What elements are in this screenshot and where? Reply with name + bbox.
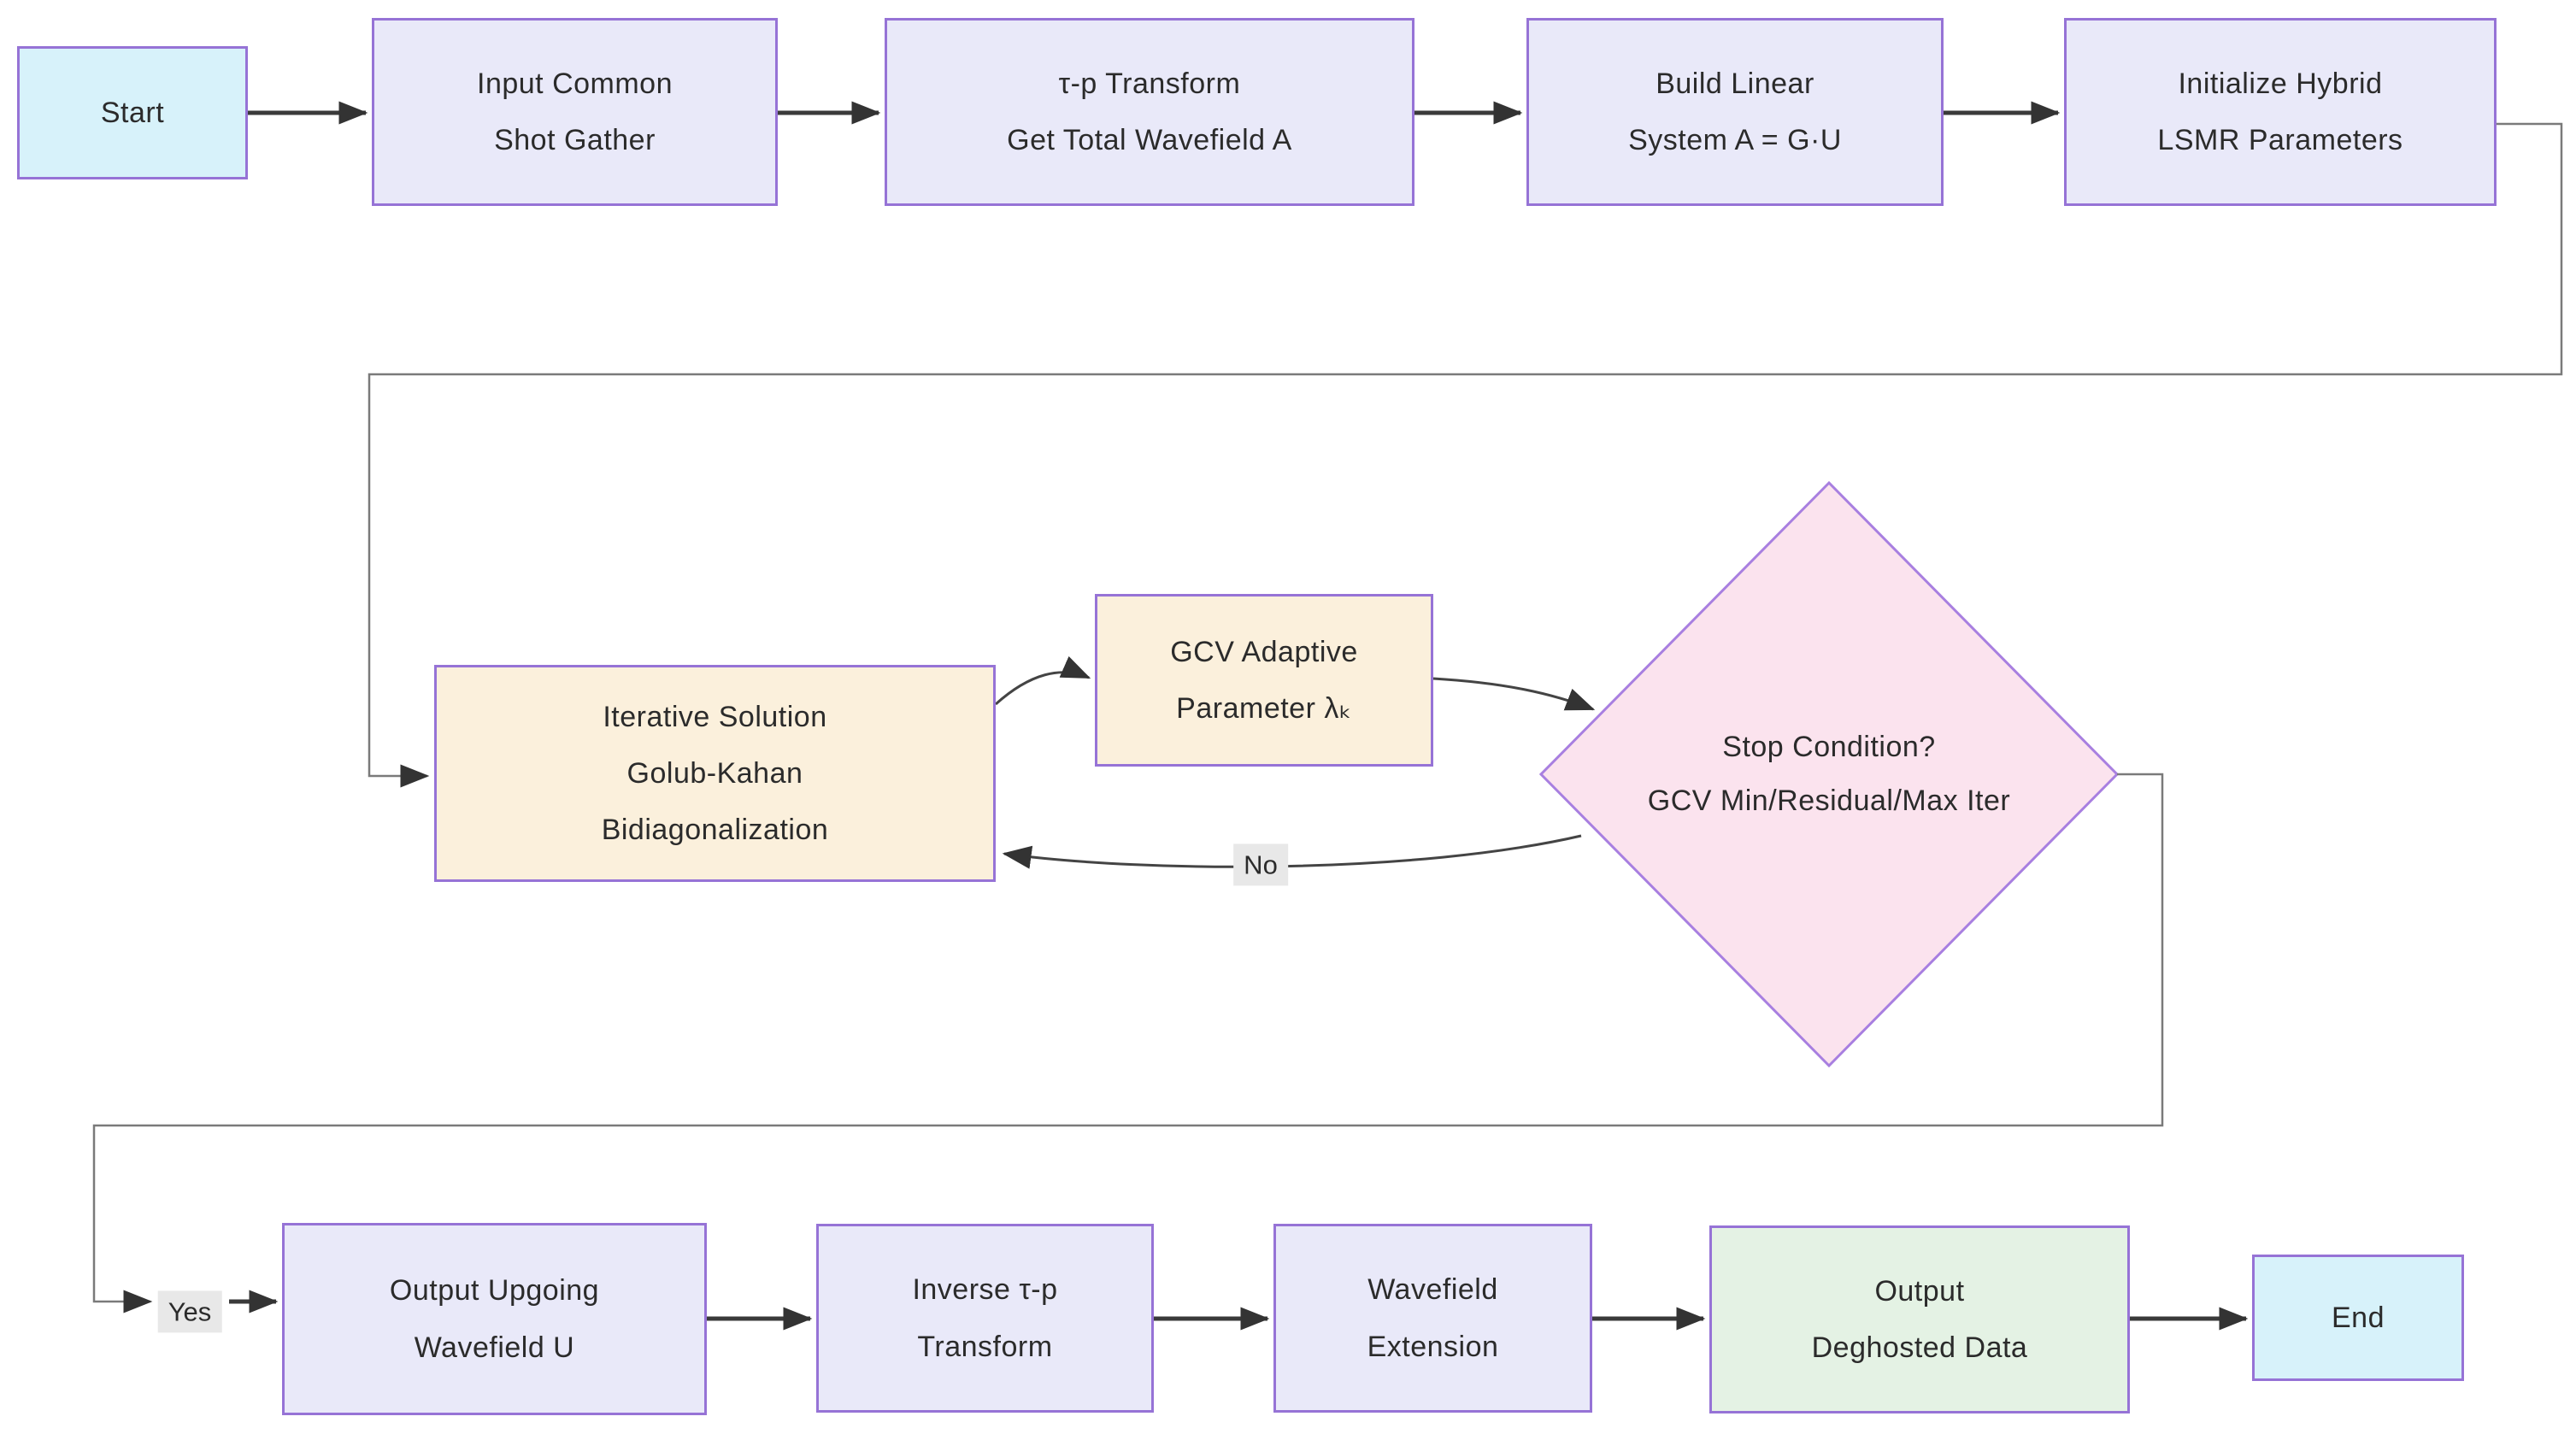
node-gcv-adaptive-parameter: GCV Adaptive Parameter λₖ — [1095, 594, 1433, 767]
node-inverse-tau-p-transform: Inverse τ-p Transform — [816, 1224, 1154, 1413]
edge-gcv-to-decision — [1432, 677, 1596, 711]
edge-init-to-iterative-loop — [368, 122, 2563, 788]
edge-label-yes: Yes — [157, 1290, 222, 1333]
node-input-common-shot-gather: Input Common Shot Gather — [372, 18, 778, 206]
edge-iterative-to-gcv — [994, 655, 1091, 706]
edge-decision-no-return — [1002, 834, 1582, 869]
edge-decision-yes-path — [92, 773, 2164, 1314]
node-iterative-solution: Iterative Solution Golub-Kahan Bidiagona… — [434, 665, 996, 882]
node-wavefield-extension: Wavefield Extension — [1273, 1224, 1592, 1413]
node-output-deghosted-data: Output Deghosted Data — [1709, 1225, 2130, 1413]
node-stop-condition-label: Stop Condition? GCV Min/Residual/Max Ite… — [1647, 731, 2011, 817]
edge-label-no: No — [1233, 843, 1288, 886]
decision-diamond-shape — [1538, 480, 2120, 1068]
node-initialize-hybrid-lsmr: Initialize Hybrid LSMR Parameters — [2064, 18, 2497, 206]
node-end: End — [2252, 1255, 2464, 1381]
node-output-upgoing-wavefield: Output Upgoing Wavefield U — [282, 1223, 707, 1415]
node-build-linear-system: Build Linear System A = G·U — [1526, 18, 1944, 206]
node-start: Start — [17, 46, 248, 179]
node-tau-p-transform: τ-p Transform Get Total Wavefield A — [885, 18, 1414, 206]
